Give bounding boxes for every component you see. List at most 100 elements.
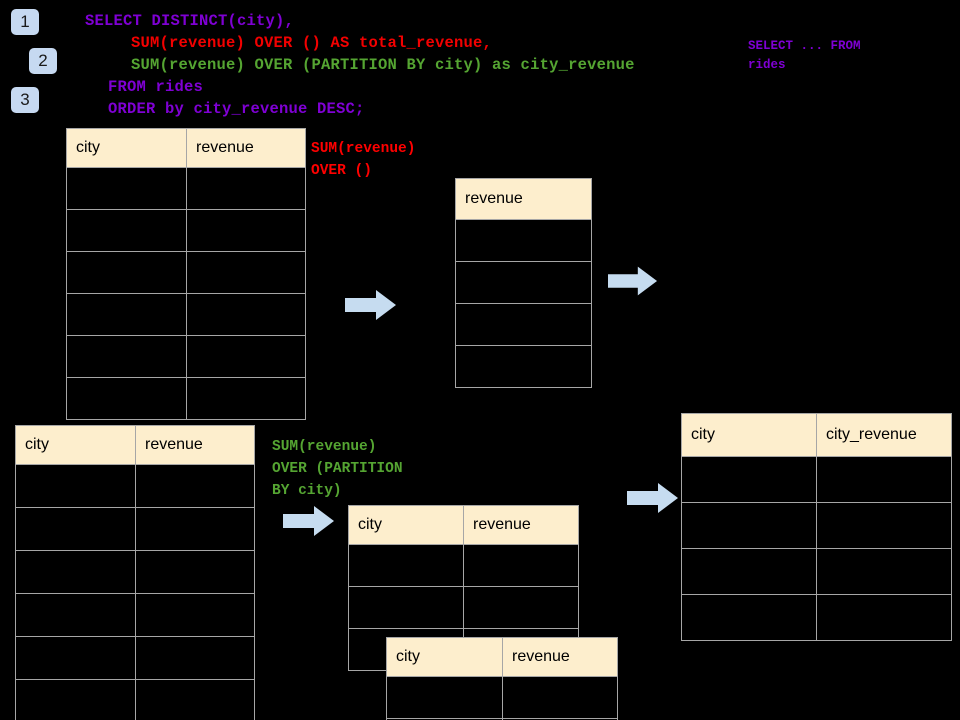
table-cell	[186, 209, 306, 252]
table-cell	[502, 676, 618, 719]
table-cell	[135, 464, 255, 508]
table-row	[681, 548, 952, 595]
table-row	[15, 593, 255, 637]
table-cell	[186, 167, 306, 210]
table-cell	[135, 593, 255, 637]
table-cell	[15, 507, 136, 551]
column-header-revenue: revenue	[186, 128, 306, 168]
sql-line-order-by: ORDER by city_revenue DESC;	[108, 100, 365, 118]
table-header-row: city revenue	[15, 425, 255, 465]
sql-line-city-revenue: SUM(revenue) OVER (PARTITION BY city) as…	[131, 56, 635, 74]
table-row	[66, 167, 306, 210]
table-cell	[66, 335, 187, 378]
table-row	[681, 502, 952, 549]
table-row	[15, 679, 255, 720]
arrow-source-to-total	[345, 290, 396, 320]
table-cell	[455, 219, 592, 262]
column-header-city: city	[15, 425, 136, 465]
table-cell	[186, 293, 306, 336]
table-cell	[135, 550, 255, 594]
table-cell	[681, 594, 817, 641]
table-cell	[186, 335, 306, 378]
arrow-total-to-next	[608, 266, 658, 296]
table-row	[15, 464, 255, 508]
table-rides-source-bottom: city revenue	[15, 425, 255, 720]
column-header-city-revenue: city_revenue	[816, 413, 952, 457]
column-header-city: city	[386, 637, 503, 677]
sql-line-from: FROM rides	[108, 78, 204, 96]
table-row	[455, 261, 592, 304]
table-row	[66, 251, 306, 294]
table-row	[15, 636, 255, 680]
annotation-over-empty: SUM(revenue) OVER ()	[311, 141, 416, 179]
column-header-revenue: revenue	[502, 637, 618, 677]
sql-line-select: SELECT DISTINCT(city),	[85, 12, 295, 30]
table-cell	[135, 636, 255, 680]
table-cell	[186, 251, 306, 294]
table-header-row: city revenue	[66, 128, 306, 168]
table-cell	[66, 293, 187, 336]
table-partition-group-2: city revenue	[386, 637, 618, 720]
table-cell	[15, 593, 136, 637]
table-cell	[455, 261, 592, 304]
table-cell	[15, 679, 136, 720]
step-badge-1: 1	[11, 9, 39, 35]
table-cell	[455, 303, 592, 346]
table-row	[455, 219, 592, 262]
table-row	[348, 544, 579, 587]
table-cell	[502, 718, 618, 720]
table-row	[386, 718, 618, 720]
step-badge-2: 2	[29, 48, 57, 74]
table-cell	[15, 550, 136, 594]
table-row	[455, 303, 592, 346]
table-cell	[135, 507, 255, 551]
table-cell	[15, 636, 136, 680]
table-row	[681, 456, 952, 503]
table-header-row: city revenue	[386, 637, 618, 677]
table-cell	[463, 544, 579, 587]
table-cell	[66, 377, 187, 420]
table-cell	[816, 456, 952, 503]
table-row	[66, 293, 306, 336]
sql-line-total-revenue: SUM(revenue) OVER () AS total_revenue,	[131, 34, 493, 52]
table-row	[15, 550, 255, 594]
table-row	[348, 586, 579, 629]
table-cell	[186, 377, 306, 420]
table-cell	[463, 586, 579, 629]
table-cell	[348, 586, 464, 629]
table-cell	[681, 456, 817, 503]
table-row	[15, 507, 255, 551]
column-header-revenue: revenue	[455, 178, 592, 220]
table-cell	[66, 251, 187, 294]
table-cell	[816, 502, 952, 549]
table-cell	[66, 167, 187, 210]
table-row	[66, 377, 306, 420]
column-header-city: city	[681, 413, 817, 457]
arrow-source-to-partition	[283, 506, 334, 536]
column-header-revenue: revenue	[135, 425, 255, 465]
table-header-row: revenue	[455, 178, 592, 220]
table-row	[681, 594, 952, 641]
table-row	[455, 345, 592, 388]
arrow-partition-to-result	[627, 483, 678, 513]
table-header-row: city revenue	[348, 505, 579, 545]
sql-aside-select-from-rides: SELECT ... FROM rides	[748, 39, 861, 72]
table-cell	[66, 209, 187, 252]
table-header-row: city city_revenue	[681, 413, 952, 457]
table-cell	[816, 548, 952, 595]
column-header-city: city	[66, 128, 187, 168]
table-cell	[681, 548, 817, 595]
table-rides-source-top: city revenue	[66, 128, 306, 420]
column-header-city: city	[348, 505, 464, 545]
table-cell	[386, 676, 503, 719]
table-row	[66, 209, 306, 252]
column-header-revenue: revenue	[463, 505, 579, 545]
table-cell	[455, 345, 592, 388]
annotation-over-partition: SUM(revenue) OVER (PARTITION BY city)	[272, 439, 403, 499]
table-cell	[135, 679, 255, 720]
table-cell	[816, 594, 952, 641]
table-row	[66, 335, 306, 378]
table-row	[386, 676, 618, 719]
table-cell	[15, 464, 136, 508]
